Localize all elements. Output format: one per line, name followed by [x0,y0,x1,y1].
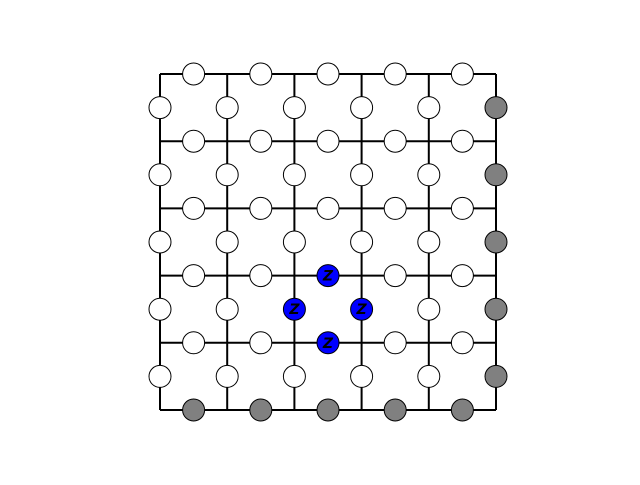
boundary-qubit [484,297,508,321]
data-qubit [282,364,306,388]
data-qubit [182,264,206,288]
data-qubit [417,230,441,254]
boundary-qubit [316,398,340,422]
data-qubit [282,96,306,120]
data-qubit [249,331,273,355]
data-qubit [383,264,407,288]
data-qubit [215,96,239,120]
data-qubit [350,364,374,388]
qubit-label: Z [322,336,334,352]
data-qubit [316,129,340,153]
z-qubit [350,297,374,321]
data-qubit [350,96,374,120]
data-qubit [249,196,273,220]
z-qubit [316,331,340,355]
data-qubit [182,196,206,220]
data-qubit [450,264,474,288]
data-qubit [215,297,239,321]
boundary-qubit [484,230,508,254]
data-qubit [450,62,474,86]
data-qubit [417,297,441,321]
data-qubit [249,129,273,153]
data-qubit [450,331,474,355]
data-qubit [417,364,441,388]
data-qubit [249,264,273,288]
data-qubit [148,163,172,187]
boundary-qubit [484,96,508,120]
boundary-qubit [484,163,508,187]
data-qubit [350,163,374,187]
data-qubit [215,163,239,187]
qubit-label: Z [322,269,334,285]
z-qubit [316,264,340,288]
data-qubit [148,96,172,120]
data-qubit [417,163,441,187]
data-qubit [182,62,206,86]
data-qubit [282,230,306,254]
data-qubit [148,297,172,321]
qubit-label: Z [356,302,368,318]
data-qubit [383,129,407,153]
data-qubit [450,196,474,220]
boundary-qubit [383,398,407,422]
data-qubit [282,163,306,187]
data-qubit [215,230,239,254]
qubit-layer: Z Z Z Z [148,62,508,422]
boundary-qubit [450,398,474,422]
data-qubit [383,62,407,86]
data-qubit [383,196,407,220]
grid-lines [159,73,497,411]
data-qubit [383,331,407,355]
data-qubit [148,364,172,388]
z-qubit [282,297,306,321]
data-qubit [182,129,206,153]
boundary-qubit [182,398,206,422]
data-qubit [182,331,206,355]
data-qubit [215,364,239,388]
data-qubit [148,230,172,254]
data-qubit [316,196,340,220]
data-qubit [249,62,273,86]
data-qubit [417,96,441,120]
data-qubit [450,129,474,153]
data-qubit [350,230,374,254]
boundary-qubit [249,398,273,422]
boundary-qubit [484,364,508,388]
qubit-label: Z [288,302,300,318]
data-qubit [316,62,340,86]
